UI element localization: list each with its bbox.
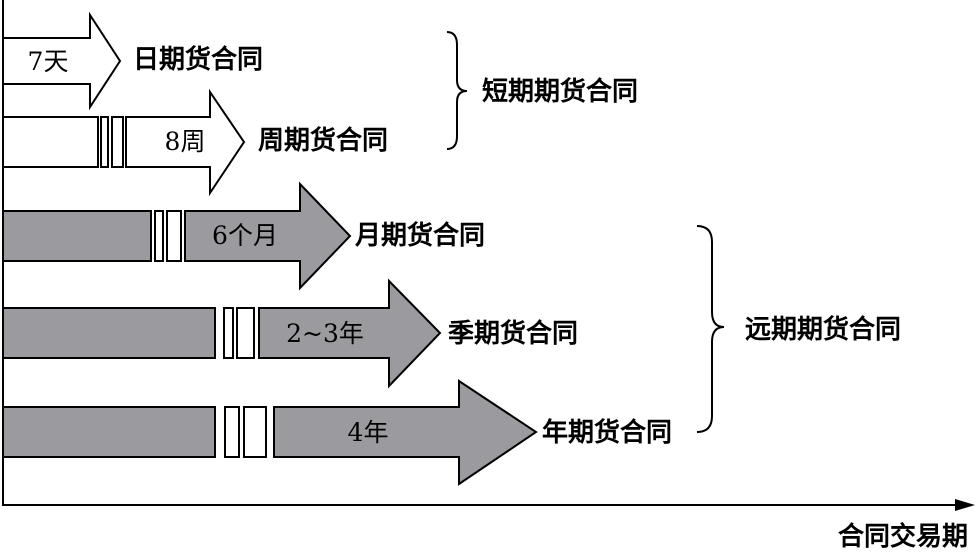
contract-arrow-weekly: 8周: [2, 88, 246, 197]
long-term-group-label: 远期期货合同: [745, 314, 901, 345]
break-mark: [223, 307, 234, 359]
break-mark: [111, 116, 124, 168]
arrow-tail: [2, 116, 99, 168]
short-term-group-label: 短期期货合同: [482, 76, 638, 107]
duration-label: 7天: [28, 47, 69, 76]
arrow-body: [2, 11, 122, 111]
duration-label: 6个月: [212, 221, 278, 250]
break-mark: [166, 210, 182, 262]
arrow-head: [273, 379, 538, 486]
contract-arrow-daily: 7天: [2, 11, 122, 111]
short-term-brace: [446, 31, 468, 150]
arrow-tail: [2, 210, 152, 262]
contract-arrow-monthly: 6个月: [2, 181, 352, 291]
contract-arrow-quarterly: 2~3年: [2, 278, 442, 389]
contract-name-weekly: 周期货合同: [258, 125, 388, 156]
duration-label: 4年: [348, 418, 389, 447]
arrow-head: [184, 181, 352, 291]
duration-label: 8周: [165, 127, 206, 156]
arrow-tail: [2, 406, 216, 458]
break-mark: [224, 406, 240, 458]
arrow-head: [258, 278, 442, 389]
contract-name-daily: 日期货合同: [133, 44, 263, 75]
x-axis-label: 合同交易期: [838, 521, 968, 552]
long-term-brace: [696, 225, 725, 433]
break-mark: [100, 116, 109, 168]
contract-name-yearly: 年期货合同: [542, 417, 672, 448]
break-mark: [236, 307, 255, 359]
contract-arrow-yearly: 4年: [2, 379, 538, 486]
contract-name-quarterly: 季期货合同: [448, 318, 578, 349]
arrow-tail: [2, 307, 216, 359]
arrow-head: [125, 88, 246, 197]
x-axis-arrowhead: [955, 499, 975, 511]
break-mark: [243, 406, 267, 458]
duration-label: 2~3年: [286, 319, 364, 348]
break-mark: [154, 210, 164, 262]
contract-name-monthly: 月期货合同: [354, 220, 485, 251]
